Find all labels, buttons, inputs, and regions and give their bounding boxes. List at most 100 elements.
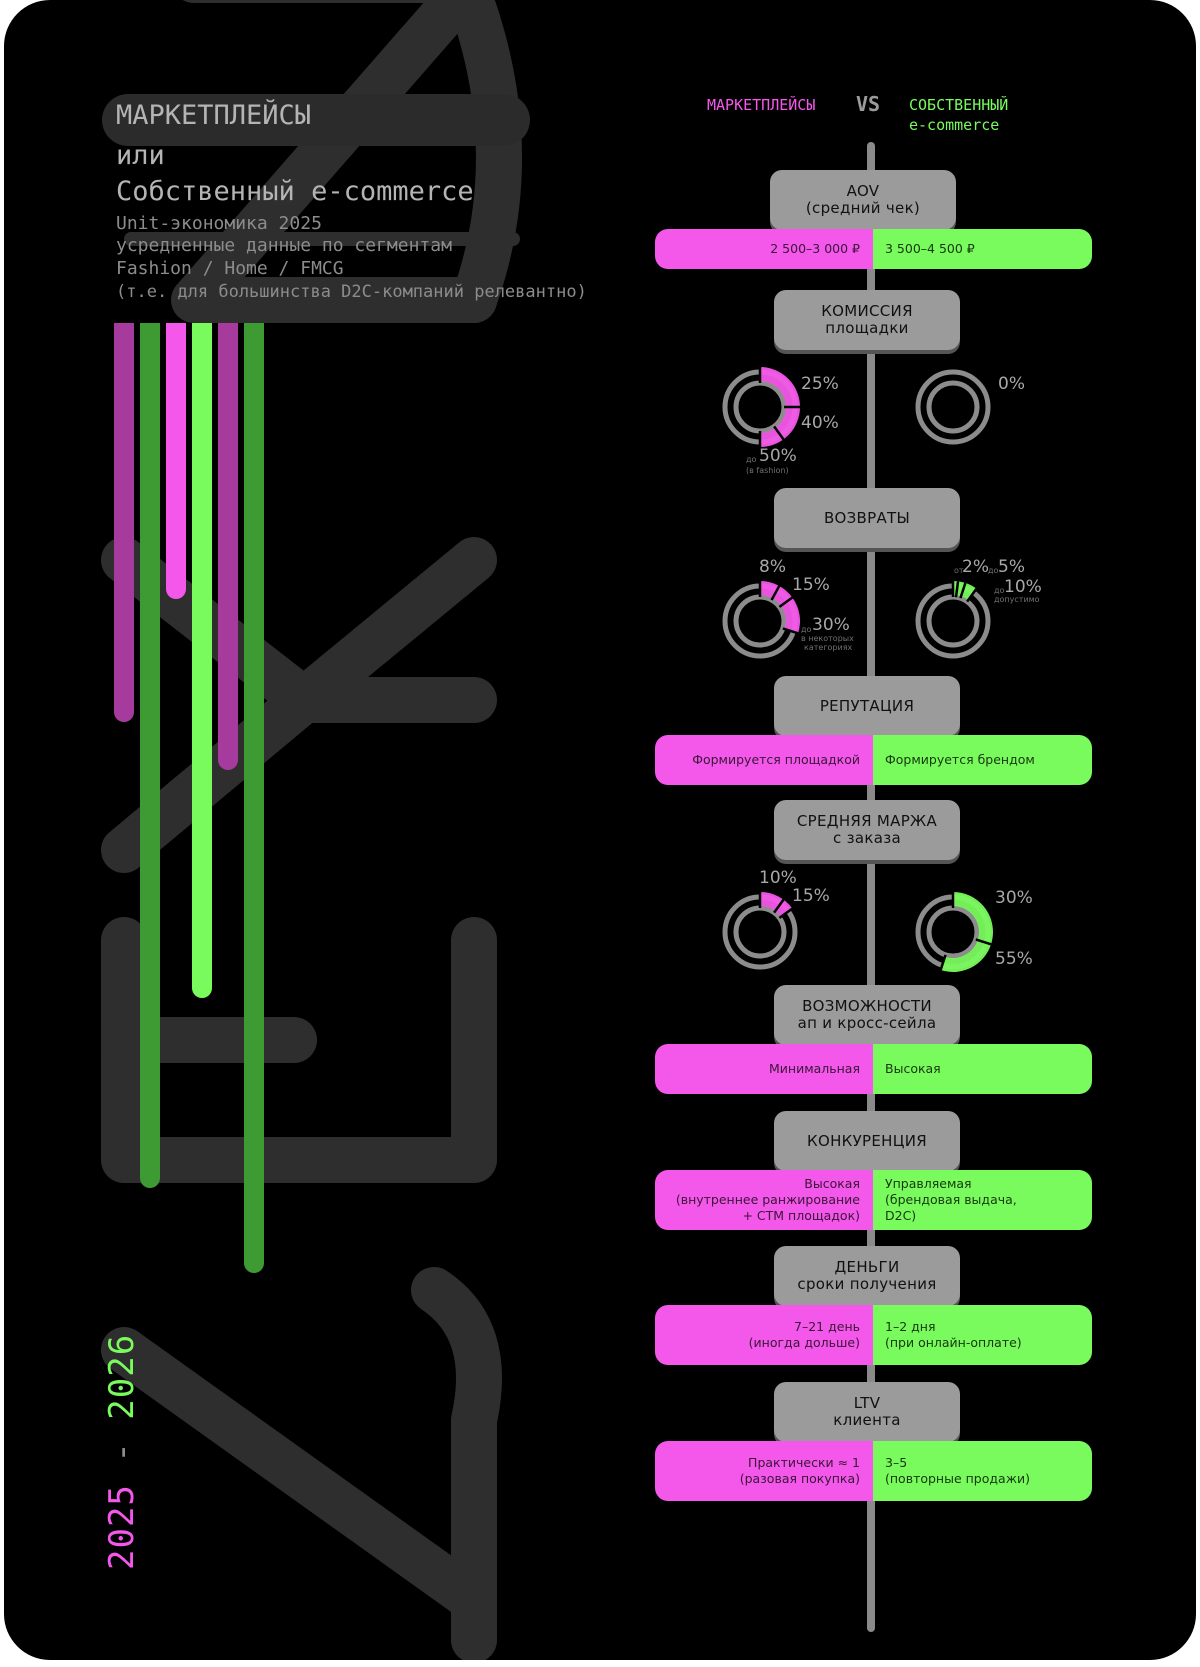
infographic-card: МАРКЕТПЛЕЙСЫ или Собственный e-commerce … [4,0,1196,1660]
header-vs: VS [856,92,881,116]
bar-money-left: 7–21 день (иногда дольше) [655,1305,873,1365]
note-returns-2: категориях [804,643,853,652]
ring-commission-right [915,369,991,445]
category-upsell-label-1: ВОЗМОЖНОСТИ [802,997,932,1015]
category-reputation-label-1: РЕПУТАЦИЯ [819,696,915,715]
title-plate [102,94,530,146]
bar-competition-right-1: Управляемая [885,1176,972,1191]
bar-ltv-right-2: (повторные продажи) [885,1471,1030,1486]
ring-tick-1 [773,898,785,914]
pct-margin-55: 55% [995,949,1033,969]
title-line-3: Собственный e-commerce [116,176,474,207]
pct-returns-10: 10% [1004,577,1042,597]
category-margin-label-1: СРЕДНЯЯ МАРЖА [796,812,938,830]
year-from: 2025 [102,1484,142,1570]
subtitle-3: Fashion / Home / FMCG [116,258,344,279]
ring-fill [940,892,993,972]
bar-ltv: Практически ≈ 1 (разовая покупка) 3–5 (п… [655,1441,1092,1501]
category-ltv-label-1: LTV [853,1394,881,1412]
bar-ltv-right: 3–5 (повторные продажи) [873,1441,1092,1501]
category-aov-label-2: (средний чек) [805,199,921,217]
decor-bar-4 [192,323,212,998]
subtitle-1: Unit-экономика 2025 [116,213,322,234]
category-margin-label-2: с заказа [832,829,901,847]
category-commission-label-2: площадки [825,319,909,337]
decor-bar-1 [114,323,134,722]
ring-track [915,369,991,445]
ring-tick-1 [954,581,960,598]
title-line-1: МАРКЕТПЛЕЙСЫ [116,100,312,131]
ring-margin-left [722,892,798,970]
category-ltv-label-2: клиента [833,1411,901,1429]
pct-returns-8: 8% [759,557,786,577]
pct-returns-5: 5% [998,557,1025,577]
ring-tick-2 [778,907,794,919]
ring-tick-1 [975,938,992,946]
decor-bar-6 [244,323,264,1273]
bar-competition-left-3: + СТМ площадок) [742,1208,860,1223]
decor-bar-5 [218,323,238,770]
ring-tick-3 [782,627,799,635]
subtitle-2: усредненные данные по сегментам [116,235,452,256]
decor-bar-2 [140,323,160,1188]
pct-returns-2: 2% [962,557,989,577]
pct-margin-10: 10% [759,868,797,888]
bar-money-left-1: 7–21 день [794,1319,860,1334]
timeline-spine [867,142,875,1632]
bar-money-right-2: (при онлайн-оплате) [885,1335,1022,1350]
bar-money-right: 1–2 дня (при онлайн-оплате) [873,1305,1092,1365]
bar-upsell: Минимальная Высокая [655,1044,1092,1094]
year-to: 2026 [102,1333,142,1420]
category-margin: СРЕДНЯЯ МАРЖА с заказа [774,800,960,860]
pct-margin-30: 30% [995,888,1033,908]
pct-commission-40: 40% [801,413,839,433]
bar-competition: Высокая (внутреннее ранжирование + СТМ п… [655,1170,1092,1230]
category-money-label-2: сроки получения [797,1275,937,1293]
pct-returns-do: до [801,625,812,634]
ring-fill [760,581,800,634]
header-right-1: СОБСТВЕННЫЙ [909,96,1009,114]
subtitle-4: (т.е. для большинства D2C-компаний релев… [116,282,587,302]
ring-margin-right [915,892,993,972]
bar-aov-left: 2 500–3 000 ₽ [655,229,873,269]
bar-reputation-right: Формируется брендом [873,735,1092,785]
bar-money-right-1: 1–2 дня [885,1319,936,1334]
bar-competition-right: Управляемая (брендовая выдача, D2C) [873,1170,1092,1230]
ring-inner [733,380,787,434]
note-returns-1: в некоторых [801,634,854,643]
header-left: МАРКЕТПЛЕЙСЫ [707,96,816,114]
ring-tick-3 [966,587,978,603]
category-upsell-label-2: ап и кросс-сейла [797,1014,937,1032]
note-returns-ok: допустимо [994,595,1040,604]
ring-returns-right [915,581,991,659]
category-upsell: ВОЗМОЖНОСТИ ап и кросс-сейла [774,985,960,1045]
bar-reputation: Формируется площадкой Формируется брендо… [655,735,1092,785]
title-line-2: или [116,140,165,171]
ring-tick-1 [770,585,781,601]
ring-tick-2 [778,596,794,608]
bar-competition-right-2: (брендовая выдача, [885,1192,1017,1207]
bar-competition-left-2: (внутреннее ранжирование [675,1192,860,1207]
ring-inner [926,905,980,959]
bar-competition-left-1: Высокая [804,1176,860,1191]
bar-money-left-2: (иногда дольше) [748,1335,860,1350]
bar-ltv-left-2: (разовая покупка) [739,1471,860,1486]
category-ltv: LTV клиента [774,1382,960,1442]
pct-returns-30: 30% [812,615,850,635]
category-returns-label-1: ВОЗВРАТЫ [823,508,911,527]
category-reputation: РЕПУТАЦИЯ [774,676,960,736]
pct-commission-0: 0% [998,374,1025,394]
category-money-label-1: ДЕНЬГИ [834,1258,900,1276]
category-returns: ВОЗВРАТЫ [774,488,960,548]
pct-commission-25: 25% [801,374,839,394]
category-aov-label-1: AOV [846,182,880,200]
bar-ltv-left-1: Практически ≈ 1 [748,1455,860,1470]
bar-upsell-left: Минимальная [655,1044,873,1094]
bar-aov-right: 3 500–4 500 ₽ [873,229,1092,269]
pct-returns-do-2: до [994,586,1005,595]
pct-margin-15: 15% [792,886,830,906]
bar-ltv-left: Практически ≈ 1 (разовая покупка) [655,1441,873,1501]
ring-fill [760,367,800,447]
ring-inner [733,594,787,648]
ring-tick-2 [939,954,947,971]
